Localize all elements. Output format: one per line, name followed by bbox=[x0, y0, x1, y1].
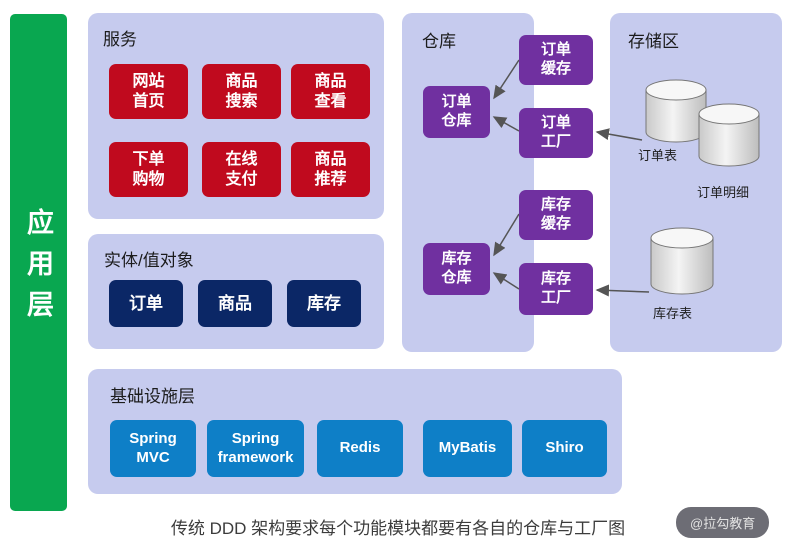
infrastructure-panel-title: 基础设施层 bbox=[110, 387, 195, 406]
service-box-product-search: 商品 搜索 bbox=[202, 64, 281, 119]
infra-box-shiro: Shiro bbox=[522, 420, 607, 477]
repo-box-order-factory: 订单 工厂 bbox=[519, 108, 593, 158]
service-box-site-home: 网站 首页 bbox=[109, 64, 188, 119]
entity-box-product: 商品 bbox=[198, 280, 272, 327]
repo-box-order-repository: 订单 仓库 bbox=[423, 86, 490, 138]
diagram-caption: 传统 DDD 架构要求每个功能模块都要有各自的仓库与工厂图 bbox=[170, 519, 626, 538]
storage-panel: 存储区 bbox=[610, 13, 782, 352]
db-label-stock-table: 库存表 bbox=[653, 306, 693, 321]
application-layer-label: 应用层 bbox=[23, 208, 53, 331]
repo-box-stock-repository: 库存 仓库 bbox=[423, 243, 490, 295]
service-box-product-view: 商品 查看 bbox=[291, 64, 370, 119]
infra-box-spring-framework: Spring framework bbox=[207, 420, 304, 477]
entities-panel-title: 实体/值对象 bbox=[104, 251, 194, 270]
repository-panel: 仓库 bbox=[402, 13, 534, 352]
db-label-order-detail: 订单明细 bbox=[697, 185, 750, 200]
entity-box-stock: 库存 bbox=[287, 280, 361, 327]
db-label-order-table: 订单表 bbox=[638, 148, 678, 163]
repo-box-stock-cache: 库存 缓存 bbox=[519, 190, 593, 240]
repo-box-order-cache: 订单 缓存 bbox=[519, 35, 593, 85]
storage-panel-title: 存储区 bbox=[628, 32, 679, 51]
application-layer-bar: 应用层 bbox=[10, 14, 67, 511]
entity-box-order: 订单 bbox=[109, 280, 183, 327]
services-panel-title: 服务 bbox=[103, 30, 137, 49]
infra-box-redis: Redis bbox=[317, 420, 403, 477]
repository-panel-title: 仓库 bbox=[422, 32, 456, 51]
repo-box-stock-factory: 库存 工厂 bbox=[519, 263, 593, 315]
service-box-place-order: 下单 购物 bbox=[109, 142, 188, 197]
service-box-product-recommend: 商品 推荐 bbox=[291, 142, 370, 197]
infra-box-spring-mvc: Spring MVC bbox=[110, 420, 196, 477]
service-box-online-payment: 在线 支付 bbox=[202, 142, 281, 197]
watermark-badge: @拉勾教育 bbox=[676, 507, 770, 538]
infra-box-mybatis: MyBatis bbox=[423, 420, 512, 477]
